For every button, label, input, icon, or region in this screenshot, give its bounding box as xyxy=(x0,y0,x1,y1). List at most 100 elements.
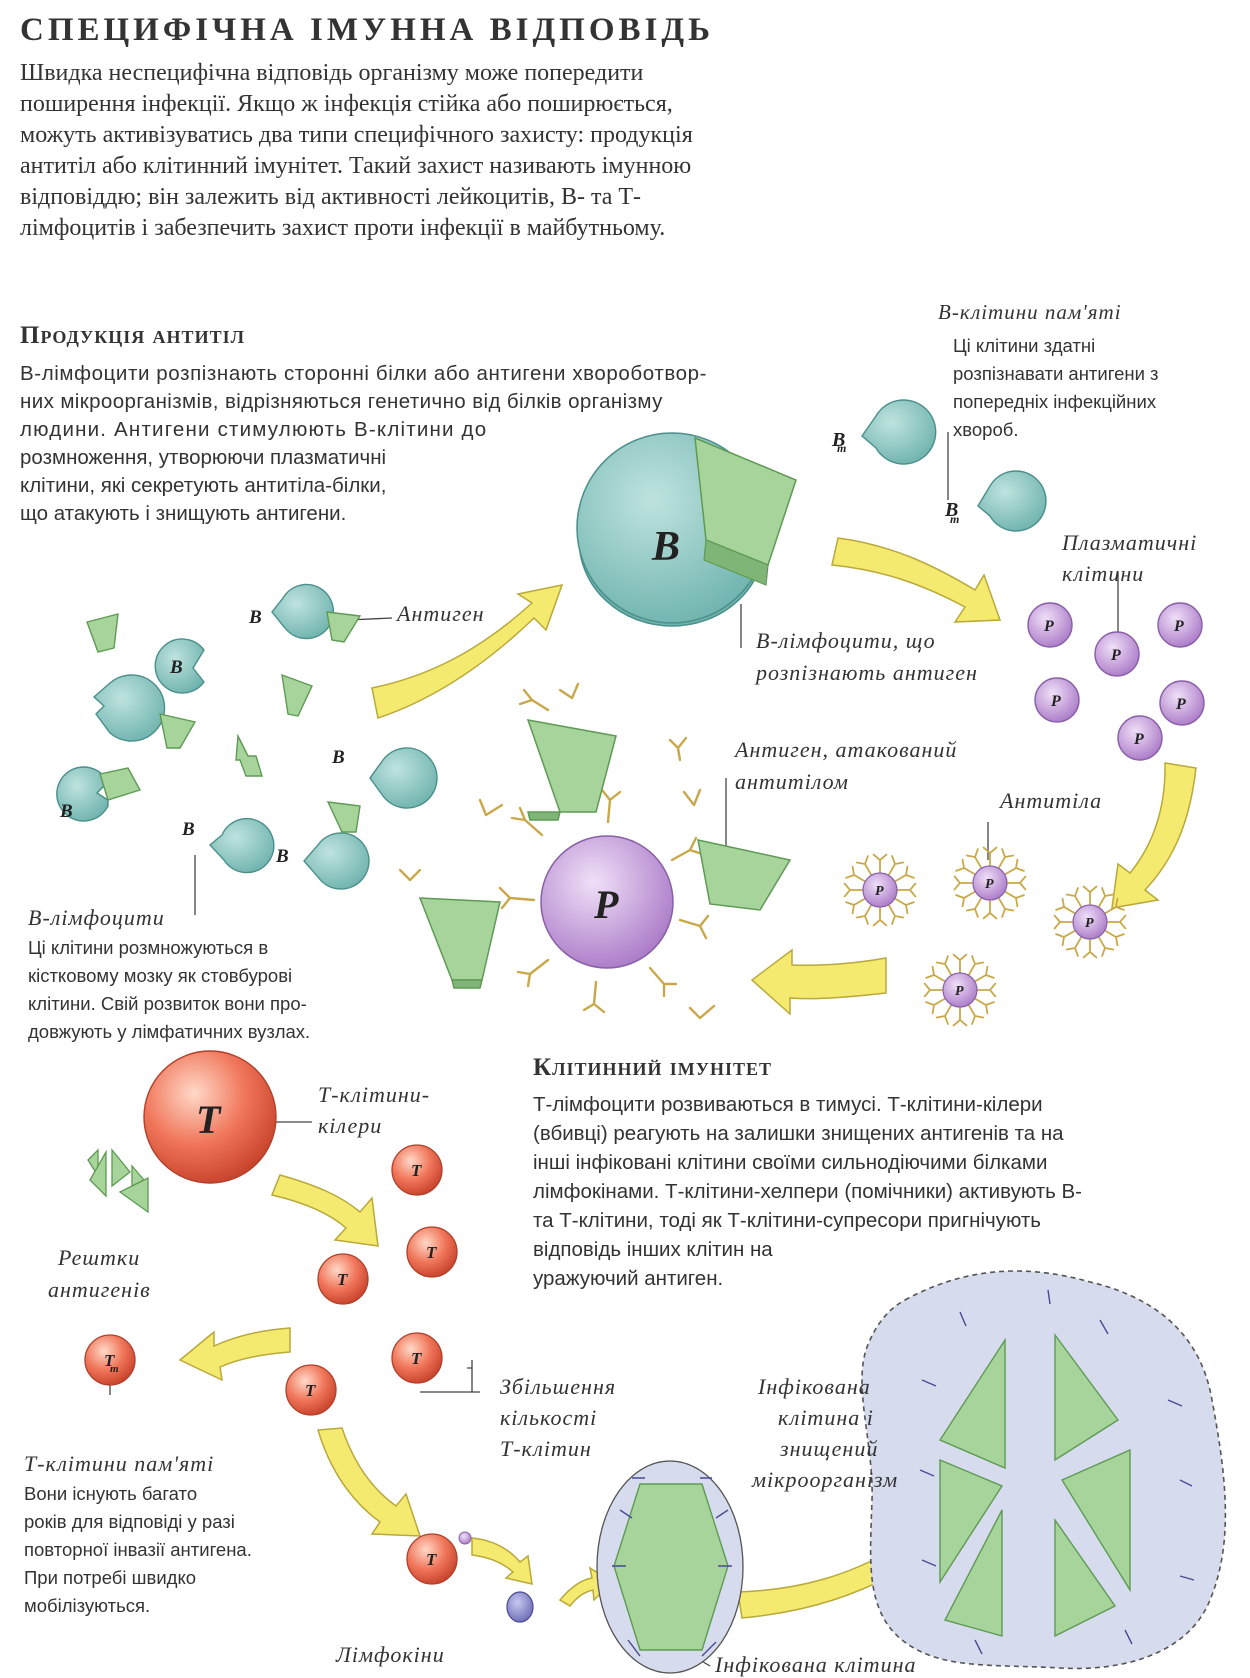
intro-line: Швидка неспецифічна відповідь організму … xyxy=(20,60,644,86)
t-killers-label: кілери xyxy=(318,1113,383,1138)
cell-immunity-text: Т-лімфоцити розвиваються в тимусі. Т-клі… xyxy=(533,1093,1043,1116)
antibody-spike xyxy=(1065,887,1082,908)
antibody-spike xyxy=(1107,914,1127,930)
svg-text:B: B xyxy=(331,747,345,768)
antibody-spike xyxy=(955,891,976,908)
infected-destroyed-label: Інфікована xyxy=(758,1374,871,1399)
antibody-spike xyxy=(843,882,863,898)
antibody-spike xyxy=(872,907,888,927)
antibody-text: людини. Антигени стимулюють В-клітини до xyxy=(20,418,488,441)
memory-b-text: попередніх інфекційних xyxy=(953,391,1157,412)
remnants-label: антигенів xyxy=(48,1277,151,1302)
t-memory-text: При потребі швидко xyxy=(24,1567,197,1588)
svg-text:B: B xyxy=(169,657,183,678)
b-lymph-text: Ці клітини розмножуються в xyxy=(28,937,269,958)
plasma-label: клітини xyxy=(1062,561,1145,586)
b-lymph-label: В-лімфоцити xyxy=(28,905,165,930)
t-memory-label: Т-клітини пам'яті xyxy=(24,1451,215,1476)
antibody-spike xyxy=(888,855,905,876)
antibody-spike xyxy=(1104,930,1125,947)
antibody-spike xyxy=(897,882,917,898)
b-recognize-label: В-лімфоцити, що xyxy=(756,628,936,653)
svg-text:T: T xyxy=(426,1550,437,1569)
t-killers-label: Т-клітини- xyxy=(318,1082,431,1107)
antibody-text: розмноження, утворюючи плазматичні xyxy=(20,446,387,469)
memory-b-text: розпізнавати антигени з xyxy=(953,363,1159,384)
t-letter: T xyxy=(196,1097,222,1142)
b-lymph-text: клітини. Свій розвиток вони про- xyxy=(28,993,307,1014)
antibody-spike xyxy=(965,848,982,869)
antibody-spike xyxy=(845,898,866,915)
antibody-spike xyxy=(955,858,976,875)
cell-immunity-text: та Т-клітини, тоді як Т-клітини-супресор… xyxy=(533,1209,1041,1232)
antibody-spike xyxy=(935,1004,952,1025)
antibody-spike xyxy=(923,982,943,998)
b-lymph-text: кістковому мозку як стовбурові xyxy=(28,965,293,986)
antibody-spike xyxy=(1104,897,1125,914)
antibody-spike xyxy=(952,953,968,973)
intro-line: відповіддю; він залежить від активності … xyxy=(20,184,642,210)
svg-text:m: m xyxy=(110,1363,119,1375)
t-memory-text: років для відповіді у разі xyxy=(24,1511,235,1532)
cell-immunity-heading: Клітинний імунітет xyxy=(533,1054,773,1081)
t-memory-text: повторної інвазії антигена. xyxy=(24,1539,252,1560)
cell-immunity-text: інші інфіковані клітини своїми сильнодію… xyxy=(533,1151,1048,1174)
b-letter: B xyxy=(651,524,680,570)
antibody-spike xyxy=(968,955,985,976)
svg-text:T: T xyxy=(426,1243,437,1262)
attacked-antigen-label: антитілом xyxy=(735,769,849,794)
b-recognize-label: розпізнають антиген xyxy=(756,660,978,685)
infected-destroyed-label: клітина і xyxy=(778,1405,874,1430)
bm-letter: B xyxy=(944,499,958,521)
infected-destroyed-label: мікроорганізм xyxy=(752,1467,899,1492)
intro-line: можуть активізуватись два типи специфічн… xyxy=(20,122,693,148)
antibody-spike xyxy=(1082,885,1098,905)
antibody-spike xyxy=(925,998,946,1015)
attacked-antigen-label: Антиген, атакований xyxy=(735,737,958,762)
svg-text:T: T xyxy=(305,1381,316,1400)
memory-b-text: хвороб. xyxy=(953,419,1019,440)
svg-text:P: P xyxy=(1133,731,1144,748)
antibody-spike xyxy=(855,855,872,876)
antibody-spike xyxy=(1053,914,1073,930)
svg-text:P: P xyxy=(955,984,964,999)
antibody-heading: Продукція антитіл xyxy=(20,322,245,349)
antibody-spike xyxy=(982,900,998,920)
svg-text:P: P xyxy=(1173,618,1184,635)
antibody-spike xyxy=(872,853,888,873)
antibody-spike xyxy=(965,897,982,918)
p-letter: P xyxy=(593,882,619,927)
antibody-spike xyxy=(974,998,995,1015)
antibody-text: них мікроорганізмів, відрізняються генет… xyxy=(20,390,663,413)
memory-b-text: Ці клітини здатні xyxy=(953,335,1096,356)
svg-text:P: P xyxy=(1175,696,1186,713)
lymphokines-label: Лімфокіни xyxy=(336,1642,445,1667)
antibody-spike xyxy=(974,965,995,982)
bm-letter: B xyxy=(831,429,845,451)
cell-immunity-text: відповідь інших клітин на xyxy=(533,1238,773,1261)
intro-line: поширення інфекції. Якщо ж інфекція стій… xyxy=(20,91,673,117)
antibody-spike xyxy=(855,904,872,925)
antibody-text: клітини, які секретують антитіла-білки, xyxy=(20,474,387,497)
plasma-label: Плазматичні xyxy=(1062,530,1198,555)
antibody-spike xyxy=(888,904,905,925)
svg-text:T: T xyxy=(411,1349,422,1368)
antibody-spike xyxy=(1004,858,1025,875)
svg-text:B: B xyxy=(181,819,195,840)
svg-text:P: P xyxy=(985,877,994,892)
remnants-label: Рештки xyxy=(58,1245,141,1270)
t-memory-text: мобілізуються. xyxy=(24,1595,151,1616)
antibody-spike xyxy=(1055,897,1076,914)
antibody-spike xyxy=(982,846,998,866)
b-lymph-text: довжують у лімфатичних вузлах. xyxy=(28,1021,311,1042)
svg-text:P: P xyxy=(1043,618,1054,635)
cell-immunity-text: уражуючий антиген. xyxy=(533,1267,724,1290)
t-memory-text: Вони існують багато xyxy=(24,1483,198,1504)
increase-label: кількості xyxy=(500,1405,598,1430)
antibody-spike xyxy=(894,898,915,915)
antibody-spike xyxy=(894,865,915,882)
antibody-spike xyxy=(935,955,952,976)
antibody-spike xyxy=(925,965,946,982)
antibodies-label: Антитіла xyxy=(1000,788,1103,813)
